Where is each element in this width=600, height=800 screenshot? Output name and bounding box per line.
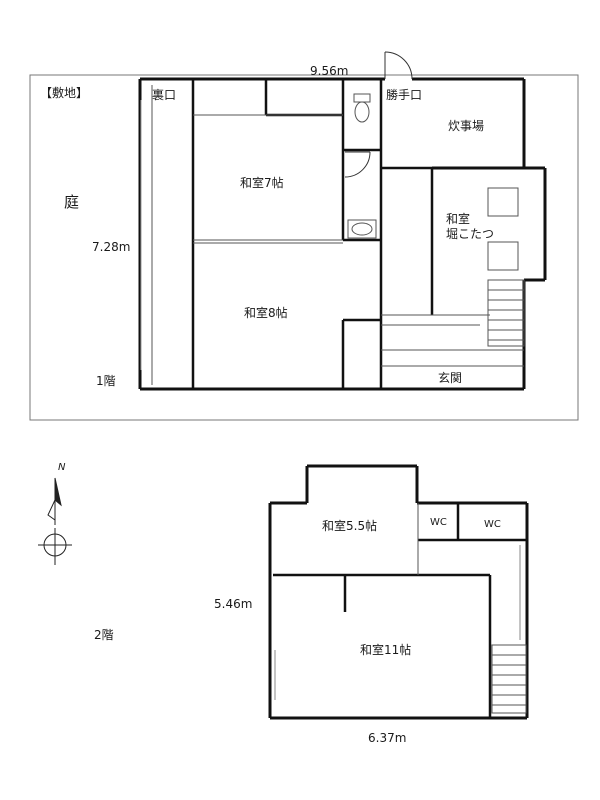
floor1-depth-dimension: 7.28m — [92, 240, 131, 254]
room-back-door: 裏口 — [152, 88, 177, 102]
floor1-interior-walls — [191, 79, 434, 389]
floor1-entry-door — [384, 51, 413, 80]
room-kotatsu-line1: 和室 — [446, 212, 471, 226]
room-entrance: 玄関 — [438, 371, 463, 385]
floor1-width-dimension: 9.56m — [310, 64, 349, 78]
site-label: 【敷地】 — [40, 86, 89, 100]
room-washitsu-11: 和室11帖 — [360, 643, 412, 657]
room-washitsu-7: 和室7帖 — [240, 176, 284, 190]
garden-label: 庭 — [64, 193, 80, 211]
floor1-thin-lines — [140, 85, 525, 385]
floor2-walls — [268, 464, 529, 720]
room-kitchen: 炊事場 — [448, 119, 485, 133]
room-washitsu-8: 和室8帖 — [244, 306, 288, 320]
floor1-inner-door — [344, 151, 371, 178]
compass-circle-icon — [38, 528, 72, 565]
floor2-interior-walls — [273, 503, 527, 718]
floor2-width-dimension: 6.37m — [368, 731, 407, 745]
north-arrow-icon — [47, 477, 62, 525]
room-washitsu-5-5: 和室5.5帖 — [322, 519, 378, 533]
room-kotatsu-line2: 堀こたつ — [446, 227, 495, 241]
floor1-label: 1階 — [96, 374, 116, 388]
site-boundary — [29, 74, 579, 421]
north-label: N — [58, 462, 66, 473]
room-kitchen-door: 勝手口 — [386, 88, 423, 102]
floor2-height-dimension: 5.46m — [214, 597, 253, 611]
floor2-thin-lines — [274, 503, 527, 714]
floor2-label: 2階 — [94, 628, 114, 642]
room-wc-1: WC — [430, 517, 447, 528]
room-wc-2: WC — [484, 519, 501, 530]
